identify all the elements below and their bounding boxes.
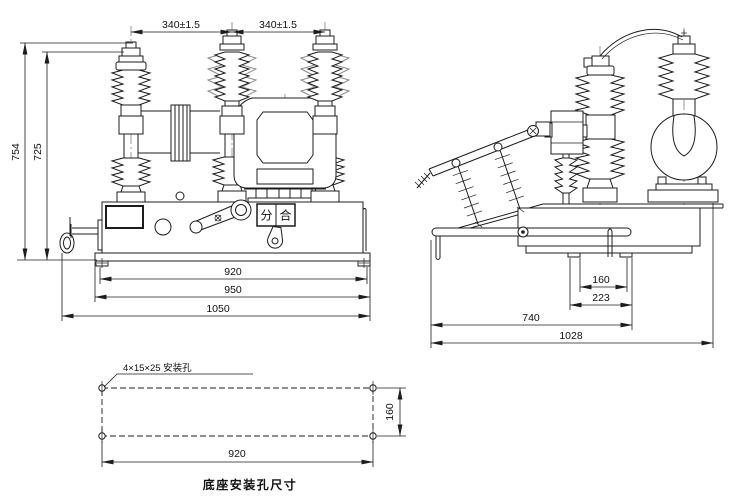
dim-pole-spacing-left: 340±1.5 — [162, 19, 200, 31]
side-dimensions: 160 223 740 1028 — [430, 203, 714, 348]
center-housing — [233, 97, 337, 203]
dim-overall-height: 754 — [10, 143, 22, 161]
dim-hole-span-y: 160 — [384, 403, 396, 421]
side-view: 160 223 740 1028 — [414, 28, 724, 348]
mounting-holes — [98, 381, 377, 443]
dim-depth-740: 740 — [522, 312, 540, 324]
pull-ring — [267, 225, 284, 249]
dim-foot-width: 223 — [592, 292, 610, 304]
chassis-hole — [154, 218, 172, 236]
base-mounting-view: 4×15×25 安装孔 160 920 底座安装孔尺寸 — [98, 362, 406, 492]
dim-hole-span-x: 920 — [228, 448, 246, 460]
base-view-caption: 底座安装孔尺寸 — [203, 477, 298, 492]
hole-note: 4×15×25 安装孔 — [123, 362, 192, 374]
lifting-bar-right — [362, 208, 367, 251]
lifting-hook-left — [59, 217, 103, 254]
front-dimensions: 340±1.5 340±1.5 754 725 920 950 1050 — [10, 19, 371, 321]
front-view: 分 合 — [10, 19, 371, 321]
suspended-insulator-1 — [452, 165, 483, 228]
dim-foot-span: 160 — [592, 274, 610, 286]
pt-transformer — [647, 30, 719, 203]
dim-pole-spacing-right: 340±1.5 — [259, 19, 297, 31]
dim-overall-depth: 1028 — [559, 330, 583, 342]
operating-lever — [189, 199, 252, 234]
jumper-cable — [599, 29, 684, 60]
dim-base-1050: 1050 — [206, 303, 230, 315]
interphase-coupling — [138, 104, 220, 162]
isolator-arm — [414, 121, 551, 228]
suspended-insulator-2 — [494, 149, 525, 213]
mechanism-panel — [105, 205, 144, 229]
side-chassis — [450, 203, 724, 258]
pole-left-bushing — [111, 41, 151, 203]
position-indicator: 分 合 — [256, 203, 296, 249]
dim-bushing-height: 725 — [32, 143, 44, 161]
side-breaker-bushing — [575, 55, 625, 203]
dim-base-920: 920 — [224, 266, 242, 278]
base-outline — [101, 387, 374, 437]
front-chassis: 分 合 — [59, 191, 371, 268]
dim-base-950: 950 — [224, 284, 242, 296]
support-insulator — [554, 157, 578, 194]
pole-right-bushing — [300, 29, 350, 203]
open-indicator-label: 分 — [260, 209, 272, 223]
mounting-bracket-bar — [431, 226, 632, 260]
close-indicator-label: 合 — [279, 208, 291, 223]
